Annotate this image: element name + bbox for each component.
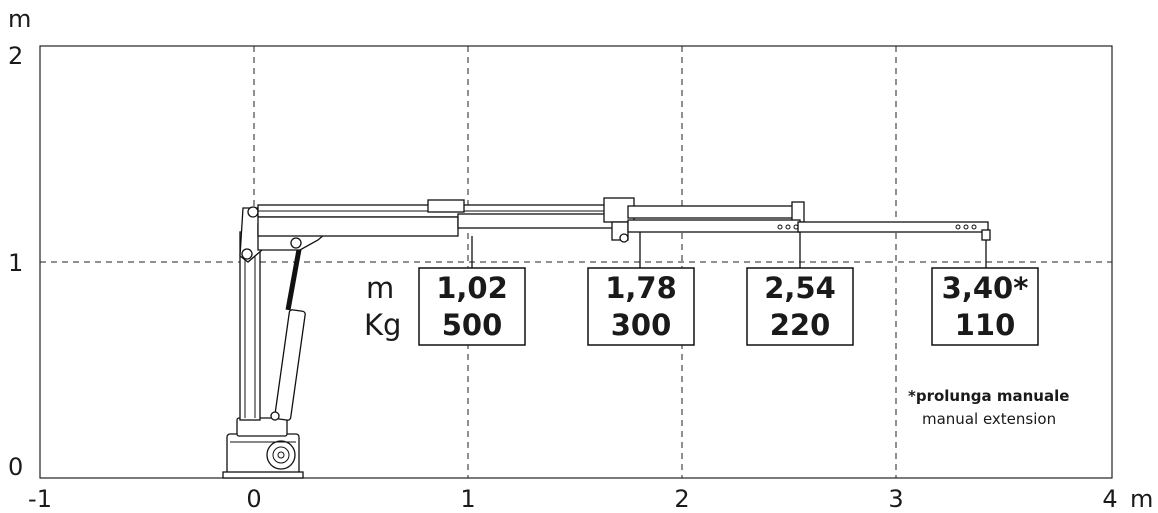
note-subtitle: manual extension xyxy=(922,410,1056,428)
load-box-1: 1,02 500 xyxy=(418,267,526,346)
y-axis-unit: m xyxy=(8,5,31,33)
boom-joint-3 xyxy=(791,201,805,223)
boom-section-3-lower xyxy=(627,219,801,233)
load-box-1-load: 500 xyxy=(442,308,503,342)
x-tick-1: 1 xyxy=(460,485,475,513)
crane-slew-housing xyxy=(236,417,288,437)
x-tick-4: 4 xyxy=(1102,485,1117,513)
grid-lines xyxy=(40,46,1112,478)
boom-section-3 xyxy=(627,205,801,219)
y-tick-1: 1 xyxy=(8,249,23,277)
x-tick-0: 0 xyxy=(246,485,261,513)
leader-lines xyxy=(471,232,987,268)
load-box-4-load: 110 xyxy=(955,308,1016,342)
crane-illustration xyxy=(222,197,991,479)
distance-row-label: m xyxy=(366,271,394,305)
load-box-1-distance: 1,02 xyxy=(436,271,508,305)
load-box-3: 2,54 220 xyxy=(746,267,854,346)
note-title: *prolunga manuale xyxy=(908,387,1069,405)
load-box-3-distance: 2,54 xyxy=(764,271,836,305)
load-box-2-load: 300 xyxy=(611,308,672,342)
y-tick-2: 2 xyxy=(8,42,23,70)
slew-gear xyxy=(266,440,296,470)
x-tick-2: 2 xyxy=(674,485,689,513)
load-row-label: Kg xyxy=(364,308,401,342)
hook-tip xyxy=(981,229,991,241)
boom-joint-1 xyxy=(427,199,465,213)
y-tick-0: 0 xyxy=(8,453,23,481)
load-box-3-load: 220 xyxy=(770,308,831,342)
boom-main-body xyxy=(257,216,459,237)
load-box-2: 1,78 300 xyxy=(587,267,695,346)
load-box-4-distance: 3,40* xyxy=(942,271,1029,305)
load-box-4: 3,40* 110 xyxy=(931,267,1039,346)
x-tick-minus1: -1 xyxy=(28,485,52,513)
crane-foot xyxy=(222,471,304,479)
x-tick-3: 3 xyxy=(888,485,903,513)
load-box-2-distance: 1,78 xyxy=(605,271,677,305)
lift-cylinder xyxy=(274,309,306,421)
x-axis-unit: m xyxy=(1130,485,1153,513)
boom-section-2 xyxy=(457,213,629,229)
